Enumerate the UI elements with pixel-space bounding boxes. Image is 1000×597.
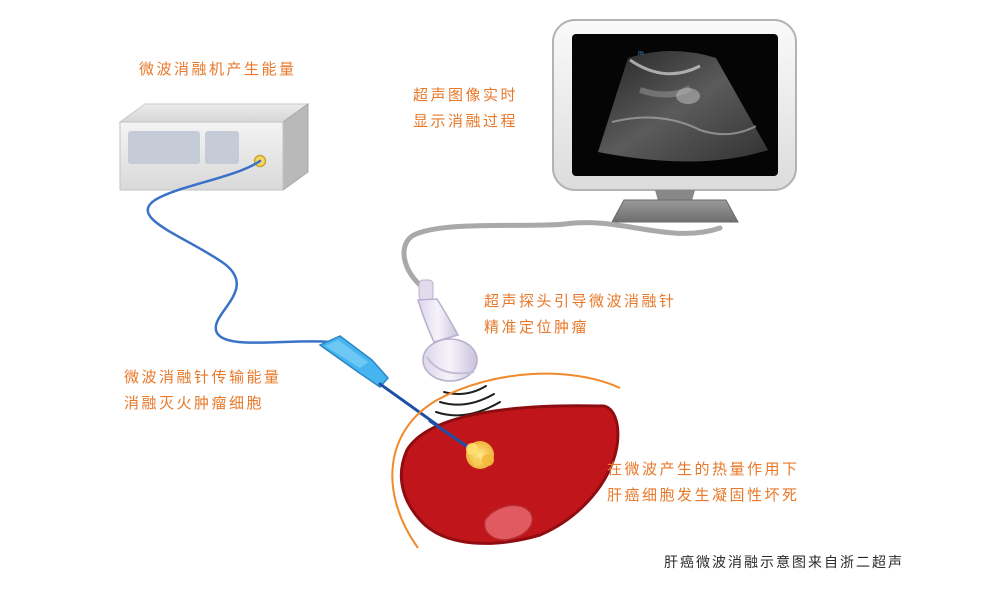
liver-label-line1: 在微波产生的热量作用下 [607,460,800,478]
needle-label-line2: 消融灭火肿瘤细胞 [124,394,265,412]
microwave-generator [118,103,310,191]
generator-panel-small [205,131,239,164]
needle-label-line1: 微波消融针传输能量 [124,368,282,386]
generator-label: 微波消融机产生能量 [139,60,297,78]
liver [399,404,620,545]
probe-label-line2: 精准定位肿瘤 [484,318,590,336]
tumor [466,441,494,469]
liver-label-line2: 肝癌细胞发生凝固性坏死 [607,486,800,504]
generator-panel [128,131,200,164]
probe-label-line1: 超声探头引导微波消融针 [484,292,677,310]
gallbladder [483,504,534,541]
source-caption: 肝癌微波消融示意图来自浙二超声 [664,555,904,571]
monitor-label-line1: 超声图像实时 [413,86,519,104]
body-outline [391,372,621,549]
needle-cable [146,159,332,344]
ultrasound-waves [435,385,501,417]
ultrasound-monitor: m [552,19,797,223]
ultrasound-probe [417,279,478,382]
svg-text:m: m [638,50,644,57]
monitor-label-line2: 显示消融过程 [413,112,519,130]
probe-cable [401,220,723,295]
